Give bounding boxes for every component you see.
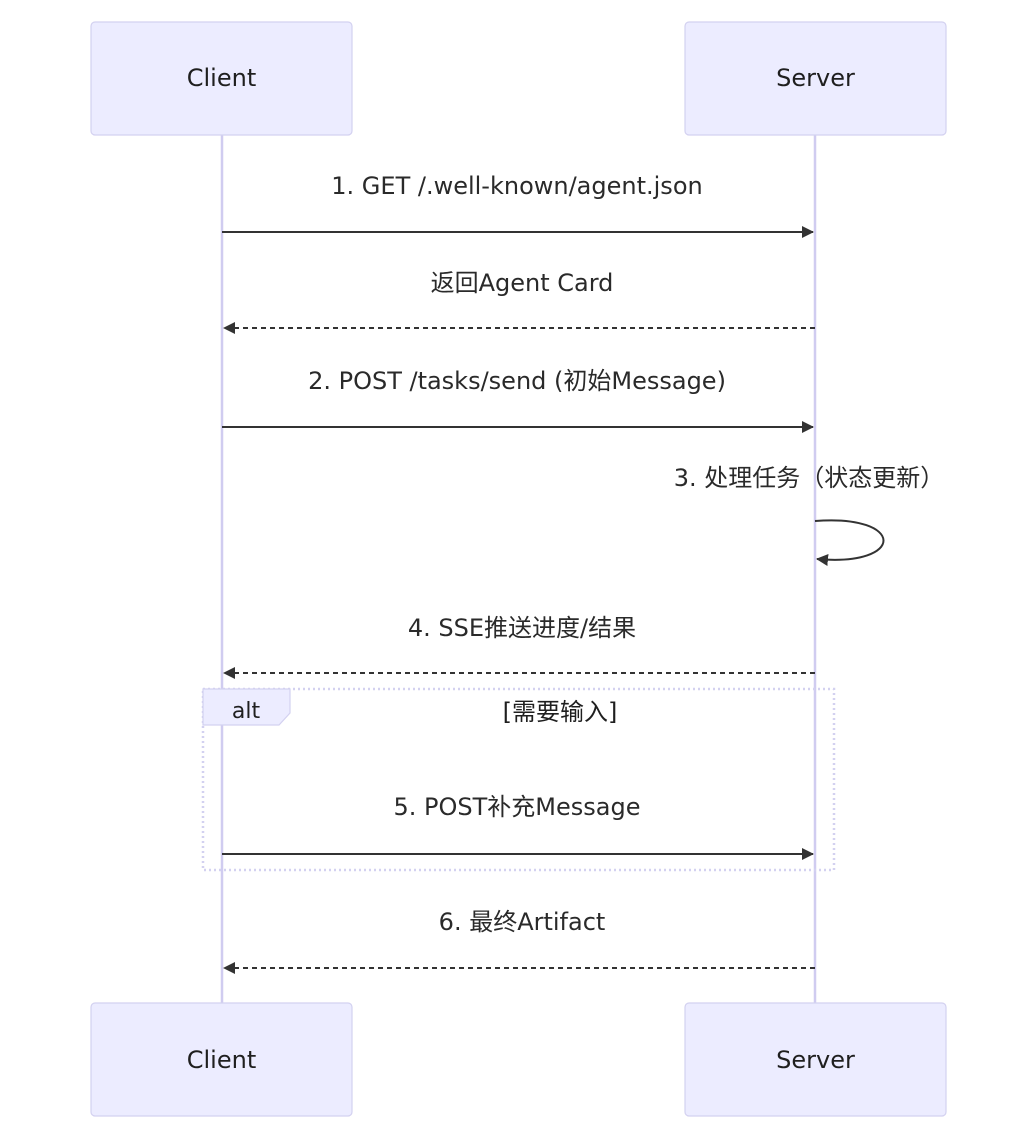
message-6-label: 5. POST补充Message [394, 793, 641, 821]
actor-client-top-label: Client [187, 64, 256, 92]
actor-server-bottom: Server [684, 1002, 947, 1117]
actor-client-bottom: Client [90, 1002, 353, 1117]
actor-client-bottom-label: Client [187, 1046, 256, 1074]
message-4-label: 3. 处理任务（状态更新） [674, 464, 945, 492]
alt-condition: [需要输入] [503, 698, 618, 726]
alt-label: alt [232, 699, 261, 724]
message-1-label: 1. GET /.well-known/agent.json [331, 172, 702, 200]
message-2-label: 返回Agent Card [431, 269, 614, 297]
message-5-label: 4. SSE推送进度/结果 [408, 614, 636, 642]
alt-tab [202, 688, 291, 726]
alt-frame: alt [需要输入] [201, 687, 836, 872]
message-3-label: 2. POST /tasks/send (初始Message) [308, 367, 726, 395]
message-4-self-arrow [814, 519, 885, 566]
actor-server-bottom-label: Server [776, 1046, 855, 1074]
message-7-label: 6. 最终Artifact [439, 908, 606, 936]
actor-server-top-label: Server [776, 64, 855, 92]
actor-server-top: Server [684, 21, 947, 136]
actor-client-top: Client [90, 21, 353, 136]
